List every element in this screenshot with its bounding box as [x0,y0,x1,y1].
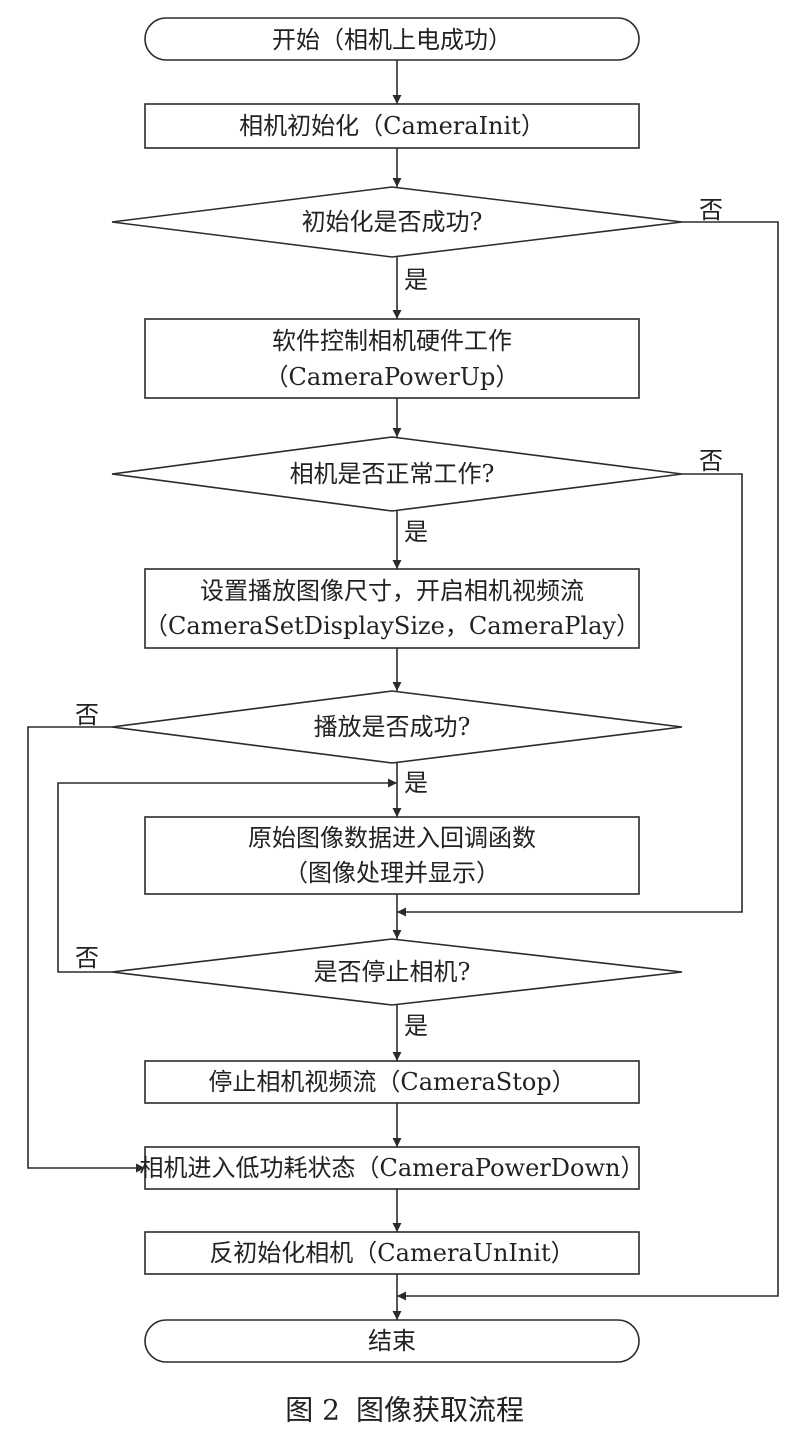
callback-label-line2: （图像处理并显示） [284,859,500,887]
working-ok-yes-label: 是 [404,518,428,546]
callback-box: 原始图像数据进入回调函数 （图像处理并显示） [144,816,640,895]
end-terminal: 结束 [144,1319,640,1363]
camera-working-decision: 相机是否正常工作? [111,436,683,512]
power-up-label-line2: （CameraPowerUp） [265,363,520,391]
stop-camera-question: 是否停止相机? [314,958,471,986]
arrow-init-fail-to-end [397,221,779,1301]
set-display-box: 设置播放图像尺寸，开启相机视频流 （CameraSetDisplaySize，C… [144,568,640,649]
play-success-question: 播放是否成功? [314,713,471,741]
init-success-decision: 初始化是否成功? [111,186,683,258]
play-ok-yes-label: 是 [404,769,428,797]
stop-yes-label: 是 [404,1012,428,1040]
play-fail-no-label: 否 [75,701,99,729]
init-fail-no-label: 否 [699,196,723,224]
arrow-stop-no-loop-back [57,778,397,973]
uninit-label: 反初始化相机（CameraUnInit） [209,1239,574,1267]
working-fail-no-label: 否 [699,447,723,475]
camera-init-box: 相机初始化（CameraInit） [144,103,640,149]
power-down-label: 相机进入低功耗状态（CameraPowerDown） [140,1154,645,1182]
figure-title: 图像获取流程 [356,1394,524,1427]
stop-stream-label: 停止相机视频流（CameraStop） [208,1068,575,1096]
stop-stream-box: 停止相机视频流（CameraStop） [144,1060,640,1104]
power-down-box: 相机进入低功耗状态（CameraPowerDown） [140,1146,645,1190]
arrow-working-fail-to-check-stop [397,473,743,917]
camera-working-question: 相机是否正常工作? [290,460,495,488]
init-ok-yes-label: 是 [404,266,428,294]
stop-no-label: 否 [75,944,99,972]
stop-camera-decision: 是否停止相机? [111,938,683,1006]
camera-init-label: 相机初始化（CameraInit） [239,112,545,140]
figure-number: 图 2 [285,1394,340,1427]
uninit-box: 反初始化相机（CameraUnInit） [144,1231,640,1275]
end-terminal-label: 结束 [368,1327,416,1355]
arrow-play-fail-to-power-down [27,726,145,1173]
callback-label-line1: 原始图像数据进入回调函数 [248,824,536,852]
power-up-label-line1: 软件控制相机硬件工作 [272,327,512,355]
play-success-decision: 播放是否成功? [111,690,683,764]
init-success-question: 初始化是否成功? [302,208,483,236]
start-terminal-label: 开始（相机上电成功） [272,26,512,54]
set-display-label-line2: （CameraSetDisplaySize，CameraPlay） [144,612,640,640]
start-terminal: 开始（相机上电成功） [144,17,640,61]
set-display-label-line1: 设置播放图像尺寸，开启相机视频流 [200,577,584,605]
power-up-box: 软件控制相机硬件工作 （CameraPowerUp） [144,318,640,399]
